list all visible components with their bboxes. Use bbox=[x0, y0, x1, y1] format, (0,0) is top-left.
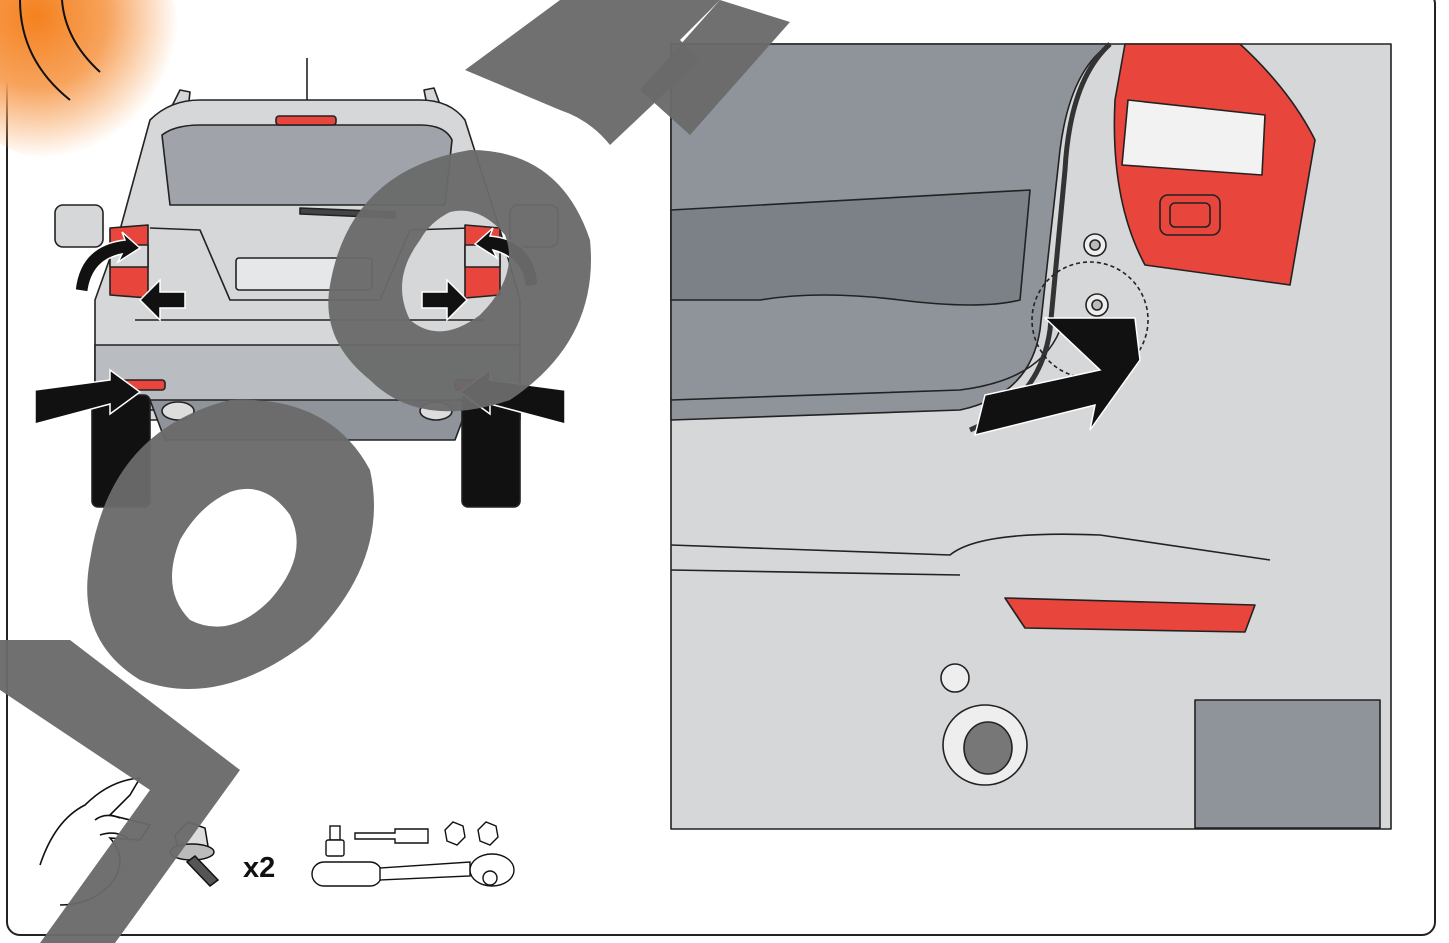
closeup-rear-corner bbox=[670, 42, 1392, 830]
wheel-right bbox=[461, 394, 521, 508]
hand-pinch-icon bbox=[39, 777, 152, 906]
third-brake-light bbox=[275, 115, 337, 126]
page-frame bbox=[6, 0, 1436, 936]
tail-light-reverse-lens bbox=[1121, 99, 1266, 176]
tow-eye-cover bbox=[940, 663, 970, 693]
rear-window bbox=[161, 124, 453, 206]
car-rear-view bbox=[54, 58, 559, 508]
rear-tyre bbox=[1194, 699, 1381, 829]
curved-arrow-left bbox=[74, 231, 142, 293]
trunk-floor bbox=[670, 189, 1031, 306]
license-plate bbox=[235, 257, 373, 291]
quantity-label: x2 bbox=[243, 852, 276, 884]
corner-arcs bbox=[19, 0, 101, 101]
socket-adapter-icon bbox=[329, 825, 341, 841]
hex-socket-icon bbox=[444, 821, 466, 846]
arrow-left-inward bbox=[138, 278, 186, 322]
bumper-reflector bbox=[1004, 597, 1256, 633]
socket-extension-icon bbox=[354, 828, 429, 844]
socket-wrench-icon bbox=[311, 861, 383, 887]
highlight-circle bbox=[1031, 261, 1149, 379]
mirror-left bbox=[54, 204, 104, 248]
wheel-left bbox=[91, 394, 151, 508]
mirror-right bbox=[509, 204, 559, 248]
tool-set-icons bbox=[311, 821, 515, 887]
arrow-pull-out-closeup bbox=[973, 317, 1141, 437]
bolt-icon bbox=[169, 821, 220, 887]
